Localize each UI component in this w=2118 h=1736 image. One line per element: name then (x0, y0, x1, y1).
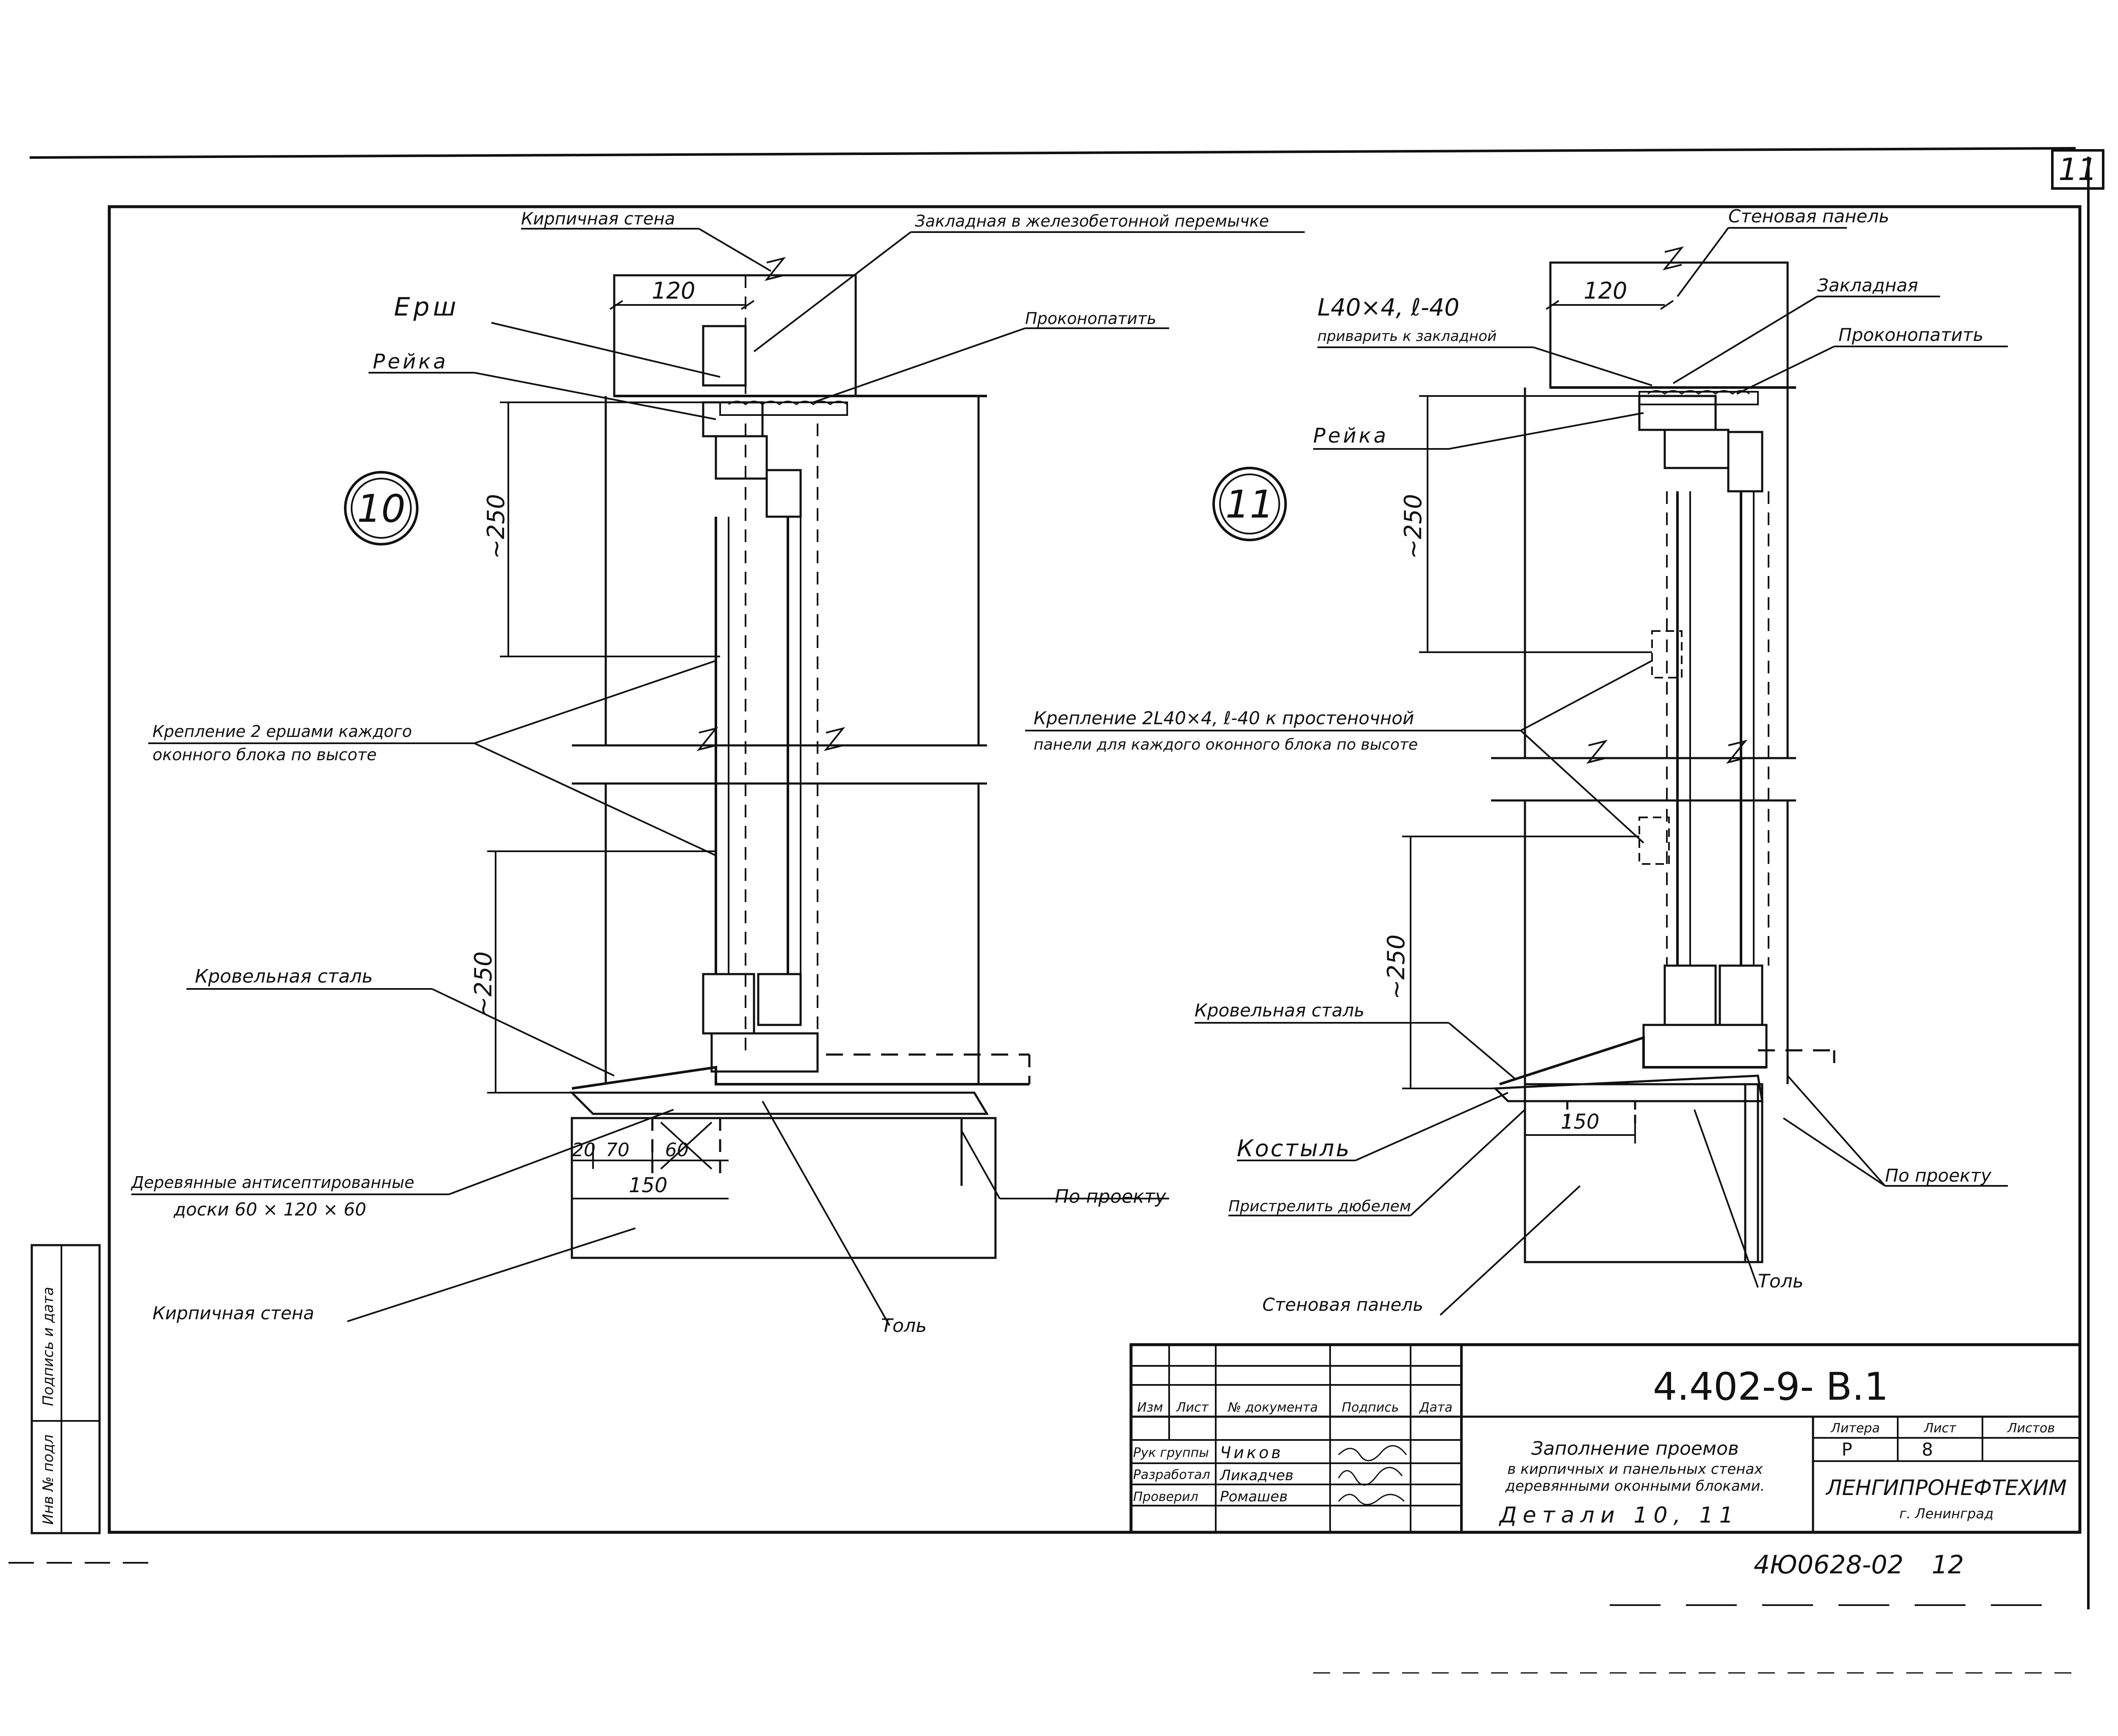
d11-tol: Толь (1758, 1271, 1804, 1292)
detail-11-marker: 11 (1225, 482, 1274, 527)
tb-col-signature: Подпись (1342, 1400, 1399, 1415)
d11-dim-250-bottom: ~250 (1383, 934, 1410, 1000)
d10-tol: Толь (881, 1315, 927, 1337)
tb-signature-2 (1338, 1467, 1403, 1486)
d10-rail: Рейка (373, 350, 448, 374)
d10-dim-120: 120 (651, 277, 695, 304)
tb-name-3: Ромашев (1220, 1488, 1288, 1505)
archive-code: 4Ю0628-02 (1754, 1550, 1904, 1580)
tb-title-line1: Заполнение проемов (1531, 1438, 1739, 1459)
d10-dim-60: 60 (665, 1139, 689, 1161)
d10-brick-wall-bottom: Кирпичная стена (152, 1303, 314, 1323)
tb-title-line2: в кирпичных и панельных стенах (1508, 1461, 1763, 1478)
d10-boards-line2: доски 60 × 120 × 60 (173, 1199, 366, 1220)
d11-wall-panel-top: Стеновая панель (1728, 206, 1889, 227)
detail-11-sill (1493, 1036, 1835, 1127)
detail-11-window-frame (1638, 395, 1769, 1069)
d10-dim-250-bottom: ~250 (470, 951, 497, 1016)
sheet-corner-number: 11 (2058, 152, 2097, 187)
d10-dim-20: 20 (572, 1139, 596, 1161)
margin-signature-date: Подпись и дата (40, 1287, 57, 1406)
detail-11-wall (1491, 246, 1796, 1263)
tb-organization: ЛЕНГИПРОНЕФТЕХИМ (1825, 1476, 2067, 1500)
d10-ersh: Ерш (394, 292, 460, 322)
d10-dim-150: 150 (629, 1174, 668, 1197)
tb-sheet-value: 8 (1922, 1439, 1933, 1460)
tb-title-line3: деревянными оконными блоками. (1505, 1478, 1765, 1495)
detail-11-dimensions (1402, 300, 1674, 1143)
d11-angle-line1: L40×4, ℓ-40 (1317, 294, 1459, 321)
d11-crutch: Костыль (1237, 1135, 1351, 1162)
title-block: Изм Лист № документа Подпись Дата Рук гр… (1129, 1343, 2082, 1534)
detail-10-dimensions (487, 300, 755, 1199)
d10-dim-250-top: ~250 (482, 494, 510, 559)
detail-10-window-frame (702, 401, 819, 1073)
d11-fastening-line2: панели для каждого оконного блока по выс… (1034, 736, 1418, 753)
tb-stage-value: Р (1841, 1439, 1852, 1460)
detail-10-leaders (131, 228, 1305, 1326)
d10-boards-line1: Деревянные антисептированные (130, 1173, 414, 1192)
tb-role-2: Разработал (1133, 1467, 1210, 1482)
tb-name-2: Ликадчев (1219, 1467, 1294, 1484)
d11-dim-250-top: ~250 (1400, 494, 1427, 559)
detail-10-marker: 10 (357, 487, 406, 531)
detail-10-marker-circle (344, 471, 419, 545)
tb-signature-1 (1338, 1445, 1407, 1462)
tb-role-3: Проверил (1133, 1490, 1198, 1504)
tb-city: г. Ленинград (1899, 1506, 1993, 1522)
d11-embedded: Закладная (1817, 275, 1918, 296)
tb-col-date: Дата (1419, 1400, 1453, 1415)
d11-dim-150: 150 (1561, 1110, 1600, 1134)
tb-sheet-header: Лист (1924, 1421, 1957, 1436)
detail-10-lintel (614, 275, 987, 416)
d10-caulk: Проконопатить (1025, 309, 1156, 328)
tb-col-izm: Изм (1137, 1400, 1163, 1415)
detail-11-leaders (1025, 227, 2008, 1316)
d11-angle-line2: приварить к закладной (1317, 328, 1497, 345)
detail-11-marker-circle (1212, 467, 1287, 541)
d11-dowel: Пристрелить дюбелем (1228, 1198, 1411, 1215)
margin-inv-number: Инв № подл (40, 1434, 57, 1525)
tb-name-1: Чиков (1220, 1443, 1283, 1462)
tb-code: 4.402-9- В.1 (1653, 1365, 1888, 1409)
tb-col-doc: № документа (1227, 1400, 1318, 1415)
d10-dim-70: 70 (606, 1139, 629, 1161)
d10-fastening-line2: оконного блока по высоте (152, 745, 377, 764)
tb-role-1: Рук группы (1133, 1445, 1209, 1460)
tb-signature-3 (1338, 1494, 1405, 1505)
d11-dim-120: 120 (1583, 277, 1627, 304)
d11-by-project: По проекту (1885, 1165, 1992, 1186)
d11-fastening-line1: Крепление 2L40×4, ℓ-40 к простеночной (1034, 708, 1414, 728)
d11-rail: Рейка (1313, 424, 1389, 448)
d10-embedded-part: Закладная в железобетонной перемычке (915, 212, 1269, 230)
d10-by-project: По проекту (1055, 1186, 1167, 1207)
d11-wall-panel-bottom: Стеновая панель (1262, 1294, 1423, 1315)
archive-page: 12 (1932, 1550, 1964, 1580)
d11-roofing-steel: Кровельная сталь (1195, 1000, 1364, 1021)
tb-sheets-header: Листов (2007, 1421, 2055, 1436)
detail-10-wall (571, 257, 997, 1259)
d10-brick-wall-top: Кирпичная стена (521, 209, 675, 229)
d11-caulk: Проконопатить (1838, 324, 1983, 345)
tb-title-line4: Детали 10, 11 (1499, 1503, 1739, 1528)
tb-stage-header: Литера (1830, 1421, 1880, 1436)
sheet-frame: 11 (8, 147, 2104, 1674)
detail-10: 10 Кирпичная стена Закладная в железобет… (130, 209, 1305, 1337)
d10-fastening-line1: Крепление 2 ершами каждого (152, 722, 412, 741)
d10-roofing-steel: Кровельная сталь (195, 966, 373, 987)
tb-col-list: Лист (1176, 1400, 1209, 1415)
left-margin-stamp: Подпись и дата Инв № подл (30, 1244, 101, 1534)
detail-11: 11 Стеновая панель L40×4, ℓ-40 приварить… (1025, 206, 2008, 1316)
